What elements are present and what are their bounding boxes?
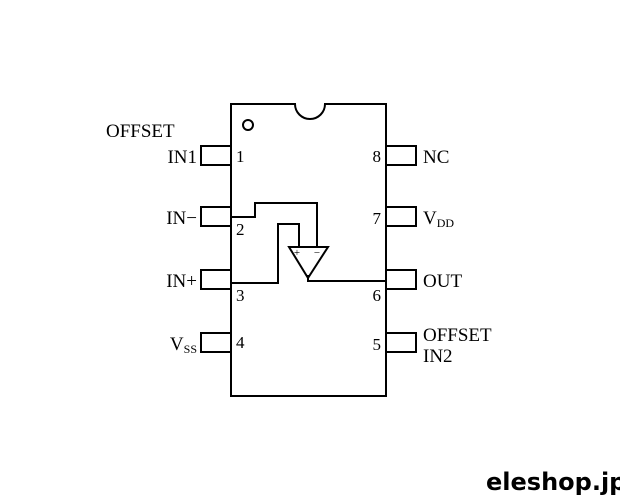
pin-2-number: 2 bbox=[236, 220, 245, 239]
pin-5-label-in2: IN2 bbox=[423, 346, 453, 367]
pin-6-tab bbox=[385, 269, 417, 290]
opamp-minus-sign: − bbox=[314, 247, 320, 259]
left-pin-labels: OFFSET IN1 IN− IN+ VSS bbox=[106, 121, 197, 356]
opamp-triangle-symbol bbox=[287, 246, 330, 280]
wire-pin3-to-noninverting bbox=[231, 223, 300, 284]
pin-4-label-main: V bbox=[170, 334, 184, 355]
pin-4-label-sub: SS bbox=[184, 342, 197, 356]
pin-5-number: 5 bbox=[373, 335, 382, 354]
pin-2-tab bbox=[200, 206, 232, 227]
pin-2-label: IN− bbox=[166, 208, 197, 229]
pin-3-label: IN+ bbox=[166, 271, 197, 292]
pin-4-number: 4 bbox=[236, 333, 245, 352]
pin-4-tab bbox=[200, 332, 232, 353]
watermark-text: eleshop.jp bbox=[486, 468, 620, 496]
right-pin-tabs bbox=[385, 145, 417, 353]
pin-1-label-offset: OFFSET bbox=[106, 121, 175, 142]
pin-8-tab bbox=[385, 145, 417, 166]
pin-5-tab bbox=[385, 332, 417, 353]
pin-4-label: VSS bbox=[170, 334, 197, 356]
pin-3-tab bbox=[200, 269, 232, 290]
wire-output-to-pin6 bbox=[307, 275, 386, 282]
pin-3-number: 3 bbox=[236, 286, 245, 305]
pin-7-tab bbox=[385, 206, 417, 227]
left-pin-tabs bbox=[200, 145, 232, 353]
ic-package bbox=[230, 103, 387, 397]
pin-6-label: OUT bbox=[423, 271, 462, 292]
opamp-plus-sign: + bbox=[294, 247, 300, 259]
pin-1-number: 1 bbox=[236, 147, 245, 166]
pin-6-number: 6 bbox=[373, 286, 382, 305]
pin-5-label-offset: OFFSET bbox=[423, 325, 492, 346]
pin-7-number: 7 bbox=[373, 209, 382, 228]
right-pin-labels: NC VDD OUT OFFSET IN2 bbox=[423, 147, 492, 367]
pin1-marker-dot bbox=[242, 119, 254, 131]
pin-7-label: VDD bbox=[423, 208, 454, 230]
wire-pin2-to-inverting bbox=[231, 202, 318, 247]
pin-1-tab bbox=[200, 145, 232, 166]
opamp-wiring: + − bbox=[231, 202, 386, 284]
pin-8-number: 8 bbox=[373, 147, 382, 166]
pin-1-label-in1: IN1 bbox=[167, 147, 197, 168]
pin-8-label: NC bbox=[423, 147, 449, 168]
pin-numbers: 1 2 3 4 8 7 6 5 bbox=[236, 147, 382, 354]
pin-7-label-main: V bbox=[423, 208, 437, 229]
package-outline bbox=[230, 103, 387, 397]
pin-7-label-sub: DD bbox=[437, 216, 455, 230]
